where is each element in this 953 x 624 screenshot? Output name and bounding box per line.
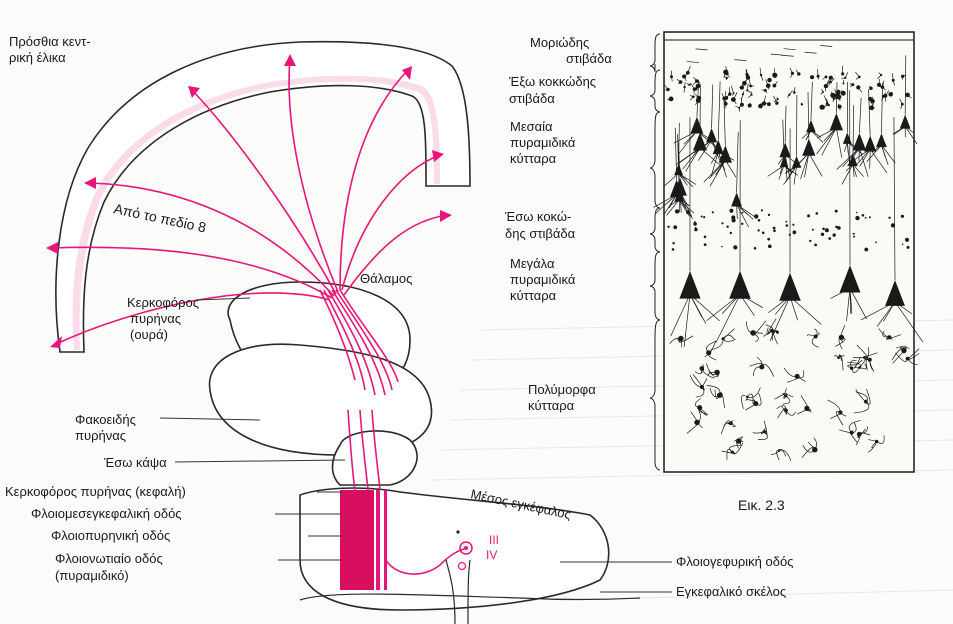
label-corticospinal-1: Φλοιονωτιαίο οδός — [55, 551, 163, 566]
cortex-arc — [55, 40, 471, 353]
layer-braces — [649, 33, 661, 471]
figure-caption: Εικ. 2.3 — [738, 497, 785, 513]
label-precentral-line1: Πρόσθια κεντ- — [9, 34, 91, 49]
layer-large-pyr-3: κύτταρα — [510, 288, 557, 303]
label-lentiform-1: Φακοειδής — [75, 412, 136, 427]
layer-polymorph-1: Πολύμορφα — [528, 382, 596, 397]
pyramidal-tract-bundle — [340, 490, 469, 590]
label-from-area8: Από το πεδίο 8 — [112, 200, 207, 235]
brain-labels: Πρόσθια κεντ- ρική έλικα Από το πεδίο 8 … — [5, 34, 793, 599]
label-nerve-iv: IV — [486, 548, 497, 562]
label-nerve-iii: III — [489, 533, 499, 547]
label-caudate-head: Κερκοφόρος πυρήνας (κεφαλή) — [5, 484, 186, 499]
fiber-arrowheads — [46, 54, 452, 348]
label-thalamus: Θάλαμος — [360, 271, 412, 286]
layer-outer-granular-2: στιβάδα — [509, 91, 555, 106]
cortex-panel — [653, 31, 924, 473]
layer-medium-pyr-1: Μεσαία — [510, 119, 553, 134]
label-corticonuclear: Φλοιοπυρηνική οδός — [51, 528, 170, 543]
label-corticospinal-2: (πυραμιδικό) — [55, 568, 129, 583]
layer-polymorph-2: κύτταρα — [528, 398, 575, 413]
layer-medium-pyr-2: πυραμιδικά — [510, 135, 576, 150]
layer-large-pyr-2: πυραμιδικά — [510, 272, 576, 287]
layer-medium-pyr-3: κύτταρα — [510, 151, 557, 166]
label-lentiform-2: πυρήνας — [75, 428, 126, 443]
label-cerebral-peduncle: Εγκεφαλικό σκέλος — [676, 584, 786, 599]
layer-labels: Μοριώδης στιβάδα Έξω κοκκώδης στιβάδα Με… — [504, 35, 785, 513]
layer-molecular-1: Μοριώδης — [530, 35, 589, 50]
layer-inner-granular-2: δης στιβάδα — [505, 226, 576, 241]
label-internal-capsule: Έσω κάψα — [103, 455, 167, 470]
label-corticopontine: Φλοιογεφυρική οδός — [676, 554, 793, 569]
cranial-nerve-nuclei — [456, 530, 473, 571]
layer-outer-granular-1: Έξω κοκκώδης — [508, 74, 596, 89]
label-corticomesencephalic: Φλοιομεσεγκεφαλική οδός — [31, 506, 182, 521]
layer-molecular-2: στιβάδα — [566, 51, 612, 66]
label-caudate-tail-1: Κερκοφόρος — [127, 295, 199, 310]
internal-capsule-body — [331, 430, 418, 486]
label-caudate-tail-2: πυρήνας — [130, 311, 181, 326]
histology-cells — [653, 45, 924, 461]
layer-inner-granular-1: Έσω κοκώ- — [504, 209, 571, 224]
lentiform-nucleus — [208, 343, 433, 456]
pons-lower — [299, 593, 641, 601]
label-caudate-tail-3: (ουρά) — [130, 327, 168, 342]
label-precentral-line2: ρική έλικα — [9, 50, 66, 65]
layer-large-pyr-1: Μεγάλα — [510, 256, 555, 271]
